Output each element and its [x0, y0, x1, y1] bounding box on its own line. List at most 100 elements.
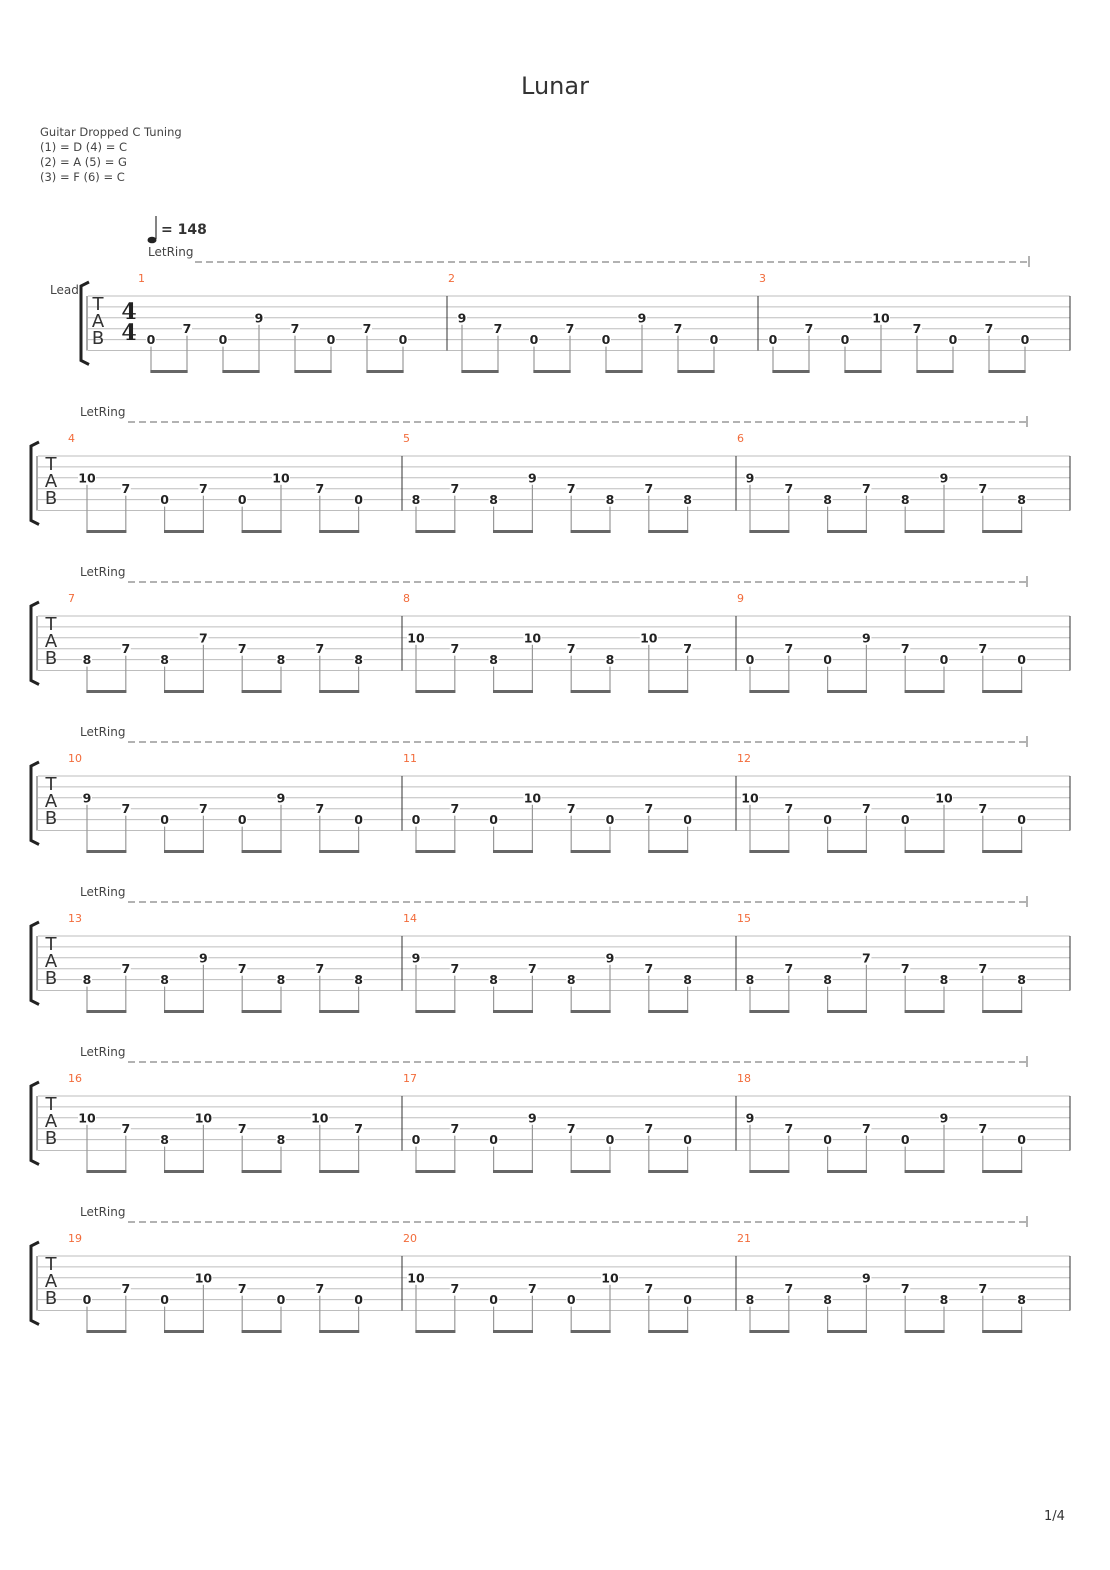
fret-bg [276, 973, 286, 986]
fret-bg [566, 802, 577, 815]
fret-bg [840, 333, 850, 346]
fret-number: 8 [606, 492, 615, 507]
fret-bg [198, 482, 209, 495]
fret-number: 7 [567, 641, 576, 656]
fret-bg [198, 802, 209, 815]
fret-bg [939, 1111, 949, 1124]
fret-bg [449, 482, 460, 495]
fret-number: 0 [277, 1292, 286, 1307]
fret-number: 8 [489, 972, 498, 987]
measure-number: 2 [448, 272, 455, 285]
fret-bg [639, 631, 658, 644]
fret-bg [900, 493, 911, 506]
fret-bg [637, 311, 647, 324]
fret-bg [120, 1122, 131, 1135]
tab-clef-letter: B [45, 1288, 57, 1309]
fret-bg [82, 973, 92, 986]
tab-clef-letter: A [45, 471, 58, 492]
let-ring-label: LetRing [80, 405, 125, 419]
fret-number: 7 [784, 1281, 793, 1296]
fret-number: 7 [567, 481, 576, 496]
fret-bg [411, 951, 421, 964]
tab-clef-letter: A [45, 631, 58, 652]
measure-number: 17 [403, 1072, 417, 1085]
system-bracket [29, 1240, 40, 1326]
fret-number: 8 [489, 652, 498, 667]
fret-bg [237, 1122, 248, 1135]
fret-bg [407, 1271, 425, 1284]
fret-number: 0 [354, 1292, 363, 1307]
fret-bg [523, 791, 542, 804]
fret-bg [872, 311, 890, 324]
fret-bg [353, 493, 364, 506]
fret-number: 7 [862, 801, 871, 816]
fret-bg [566, 482, 577, 495]
tab-clef-letter: A [45, 951, 58, 972]
fret-bg [159, 973, 170, 986]
measure-number: 12 [737, 752, 751, 765]
tab-clef-letter: B [45, 648, 57, 669]
fret-number: 7 [121, 481, 130, 496]
fret-bg [82, 653, 92, 666]
fret-bg [82, 791, 92, 804]
fret-bg [398, 333, 408, 346]
fret-bg [182, 322, 192, 335]
fret-bg [1016, 493, 1027, 506]
fret-bg [1020, 333, 1030, 346]
fret-number: 7 [199, 481, 208, 496]
fret-number: 10 [407, 1270, 425, 1285]
fret-number: 0 [160, 492, 169, 507]
fret-number: 9 [458, 310, 467, 325]
fret-number: 7 [683, 641, 692, 656]
fret-bg [643, 1282, 654, 1295]
measure-number: 14 [403, 912, 417, 925]
fret-number: 10 [640, 630, 658, 645]
fret-number: 7 [315, 481, 324, 496]
let-ring-label: LetRing [80, 725, 125, 739]
fret-number: 7 [238, 641, 247, 656]
fret-number: 7 [913, 321, 922, 336]
fret-number: 0 [602, 332, 611, 347]
tab-clef-letter: T [45, 1094, 58, 1115]
measure-number: 1 [138, 272, 145, 285]
fret-number: 7 [450, 1281, 459, 1296]
fret-bg [237, 642, 248, 655]
fret-number: 7 [978, 961, 987, 976]
fret-bg [159, 813, 170, 826]
fret-number: 7 [121, 1121, 130, 1136]
fret-bg [861, 951, 872, 964]
fret-bg [682, 973, 693, 986]
fret-number: 0 [1017, 812, 1026, 827]
measure-number: 7 [68, 592, 75, 605]
fret-bg [276, 1293, 286, 1306]
measure-number: 8 [403, 592, 410, 605]
fret-bg [488, 653, 499, 666]
measure-number: 11 [403, 752, 417, 765]
fret-number: 10 [311, 1110, 329, 1125]
fret-bg [605, 493, 615, 506]
fret-number: 7 [315, 801, 324, 816]
fret-number: 7 [567, 1121, 576, 1136]
fret-number: 0 [1017, 1132, 1026, 1147]
fret-number: 0 [823, 652, 832, 667]
fret-bg [822, 493, 833, 506]
fret-number: 8 [277, 1132, 286, 1147]
fret-bg [527, 1111, 538, 1124]
fret-number: 10 [78, 470, 96, 485]
fret-number: 10 [195, 1110, 213, 1125]
fret-bg [353, 813, 364, 826]
fret-bg [353, 653, 364, 666]
fret-bg [939, 471, 949, 484]
fret-bg [741, 791, 759, 804]
fret-number: 0 [949, 332, 958, 347]
fret-number: 0 [823, 1132, 832, 1147]
fret-number: 0 [746, 652, 755, 667]
fret-bg [527, 471, 538, 484]
fret-number: 7 [291, 321, 300, 336]
fret-number: 7 [183, 321, 192, 336]
fret-number: 7 [784, 801, 793, 816]
fret-bg [822, 813, 833, 826]
fret-bg [194, 1271, 213, 1284]
measure-number: 16 [68, 1072, 82, 1085]
fret-bg [861, 1122, 872, 1135]
